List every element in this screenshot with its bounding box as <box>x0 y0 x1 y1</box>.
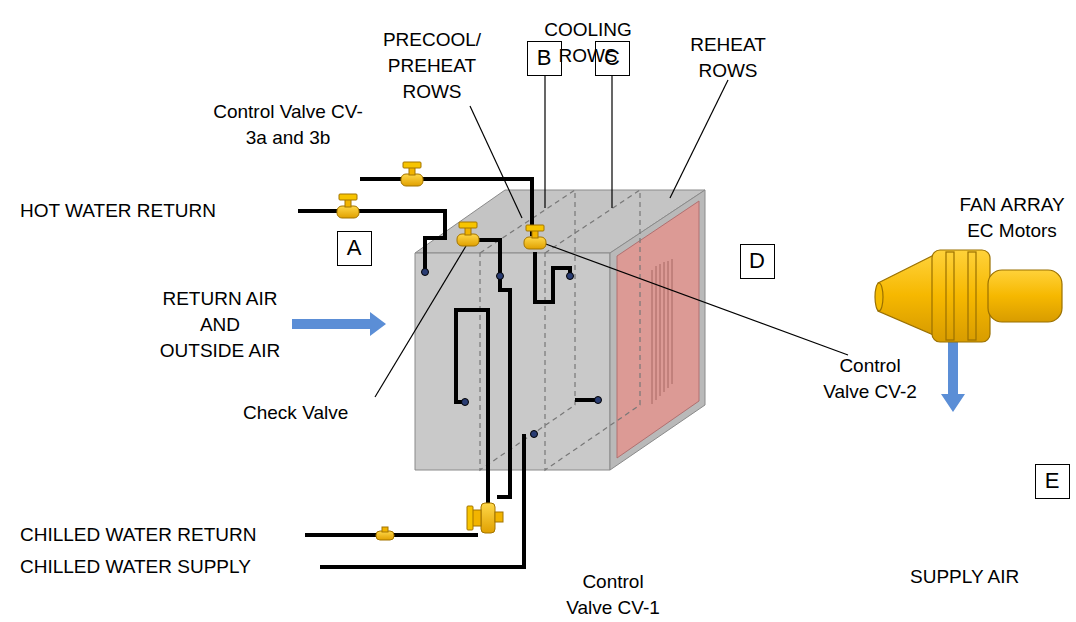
callout-letter: D <box>749 248 765 274</box>
valve-label: Control Valve CV- 3a and 3b <box>204 99 372 151</box>
pipe-connection <box>497 273 504 280</box>
control-valve-cv1 <box>481 503 495 533</box>
pipe-label: CHILLED WATER SUPPLY <box>20 554 251 580</box>
callout-box: A <box>337 231 372 266</box>
coil-casing <box>652 259 672 404</box>
row-label: PRECOOL/ PREHEAT ROWS <box>382 27 482 105</box>
callout-box: E <box>1035 464 1070 499</box>
callout-letter: E <box>1045 468 1060 494</box>
pipe-connection <box>422 269 602 438</box>
balancing-valve <box>382 527 388 532</box>
control-valve-cv1 <box>495 512 503 522</box>
coil-casing <box>652 259 672 404</box>
leader-line <box>544 76 545 208</box>
row-divider <box>480 190 640 470</box>
hot-water-pipe <box>298 211 445 272</box>
coil-casing <box>610 190 705 470</box>
pipe-connection <box>595 397 602 404</box>
callout-box: D <box>740 244 775 279</box>
fan-label: FAN ARRAY EC Motors <box>955 192 1069 244</box>
balancing-valve <box>376 527 394 540</box>
leader-line <box>611 76 612 208</box>
hot-water-pipe <box>298 179 532 272</box>
fan-array <box>988 270 1062 322</box>
coil-casing <box>617 201 699 458</box>
control-valve-cv2 <box>524 225 546 249</box>
control-valve-cv1 <box>467 506 473 530</box>
control-valve-cv3b <box>401 162 423 186</box>
control-valve-cv2 <box>524 225 546 249</box>
leader-line <box>670 80 728 198</box>
hot-water-pipe <box>360 179 532 236</box>
airflow-label: RETURN AIR AND OUTSIDE AIR <box>158 286 283 364</box>
control-valve-cv3a <box>337 194 359 218</box>
pipe-label: HOT WATER RETURN <box>20 198 216 224</box>
chilled-water-pipe <box>535 252 570 302</box>
chilled-water-pipe <box>497 276 510 497</box>
leader-line <box>543 243 848 355</box>
row-divider <box>480 190 575 470</box>
fan-array <box>946 252 954 340</box>
callout-letter: A <box>347 235 362 261</box>
callout-box: B <box>527 41 562 76</box>
fan-array <box>932 250 990 342</box>
valve-label: Control Valve CV-1 <box>561 569 666 621</box>
chilled-water-pipe <box>305 240 598 567</box>
air-flow-arrow <box>941 342 965 412</box>
pipe-connection <box>462 399 469 406</box>
valve-label: Check Valve <box>243 400 348 426</box>
row-divider <box>545 190 640 470</box>
air-flow-arrow <box>292 312 386 336</box>
row-label: COOLING ROWS <box>538 17 638 69</box>
callout-letter: B <box>537 45 552 71</box>
air-flow-arrow <box>292 312 965 412</box>
fan-array <box>875 250 1062 342</box>
control-valve-cv3b <box>401 162 423 186</box>
fan-array <box>968 252 976 340</box>
pipe-connection <box>567 273 574 280</box>
coil-casing <box>415 190 705 470</box>
fan-array <box>878 254 936 336</box>
check-valve <box>457 222 479 246</box>
control-valve-cv3a <box>337 194 359 218</box>
chilled-water-pipe <box>320 434 524 567</box>
fan-array <box>875 283 883 311</box>
control-valve-cv1 <box>467 503 503 533</box>
airflow-label: SUPPLY AIR <box>910 564 1019 590</box>
valve-label: Control Valve CV-2 <box>818 353 923 405</box>
chilled-water-pipe <box>456 310 488 512</box>
pipe-connection <box>531 431 538 438</box>
check-valve <box>457 222 479 246</box>
leader-line <box>470 106 522 218</box>
pipe-label: CHILLED WATER RETURN <box>20 522 256 548</box>
pipe-connection <box>422 269 429 276</box>
leader-line <box>375 246 466 397</box>
row-label: REHEAT ROWS <box>681 32 776 84</box>
coil-casing <box>415 253 610 470</box>
